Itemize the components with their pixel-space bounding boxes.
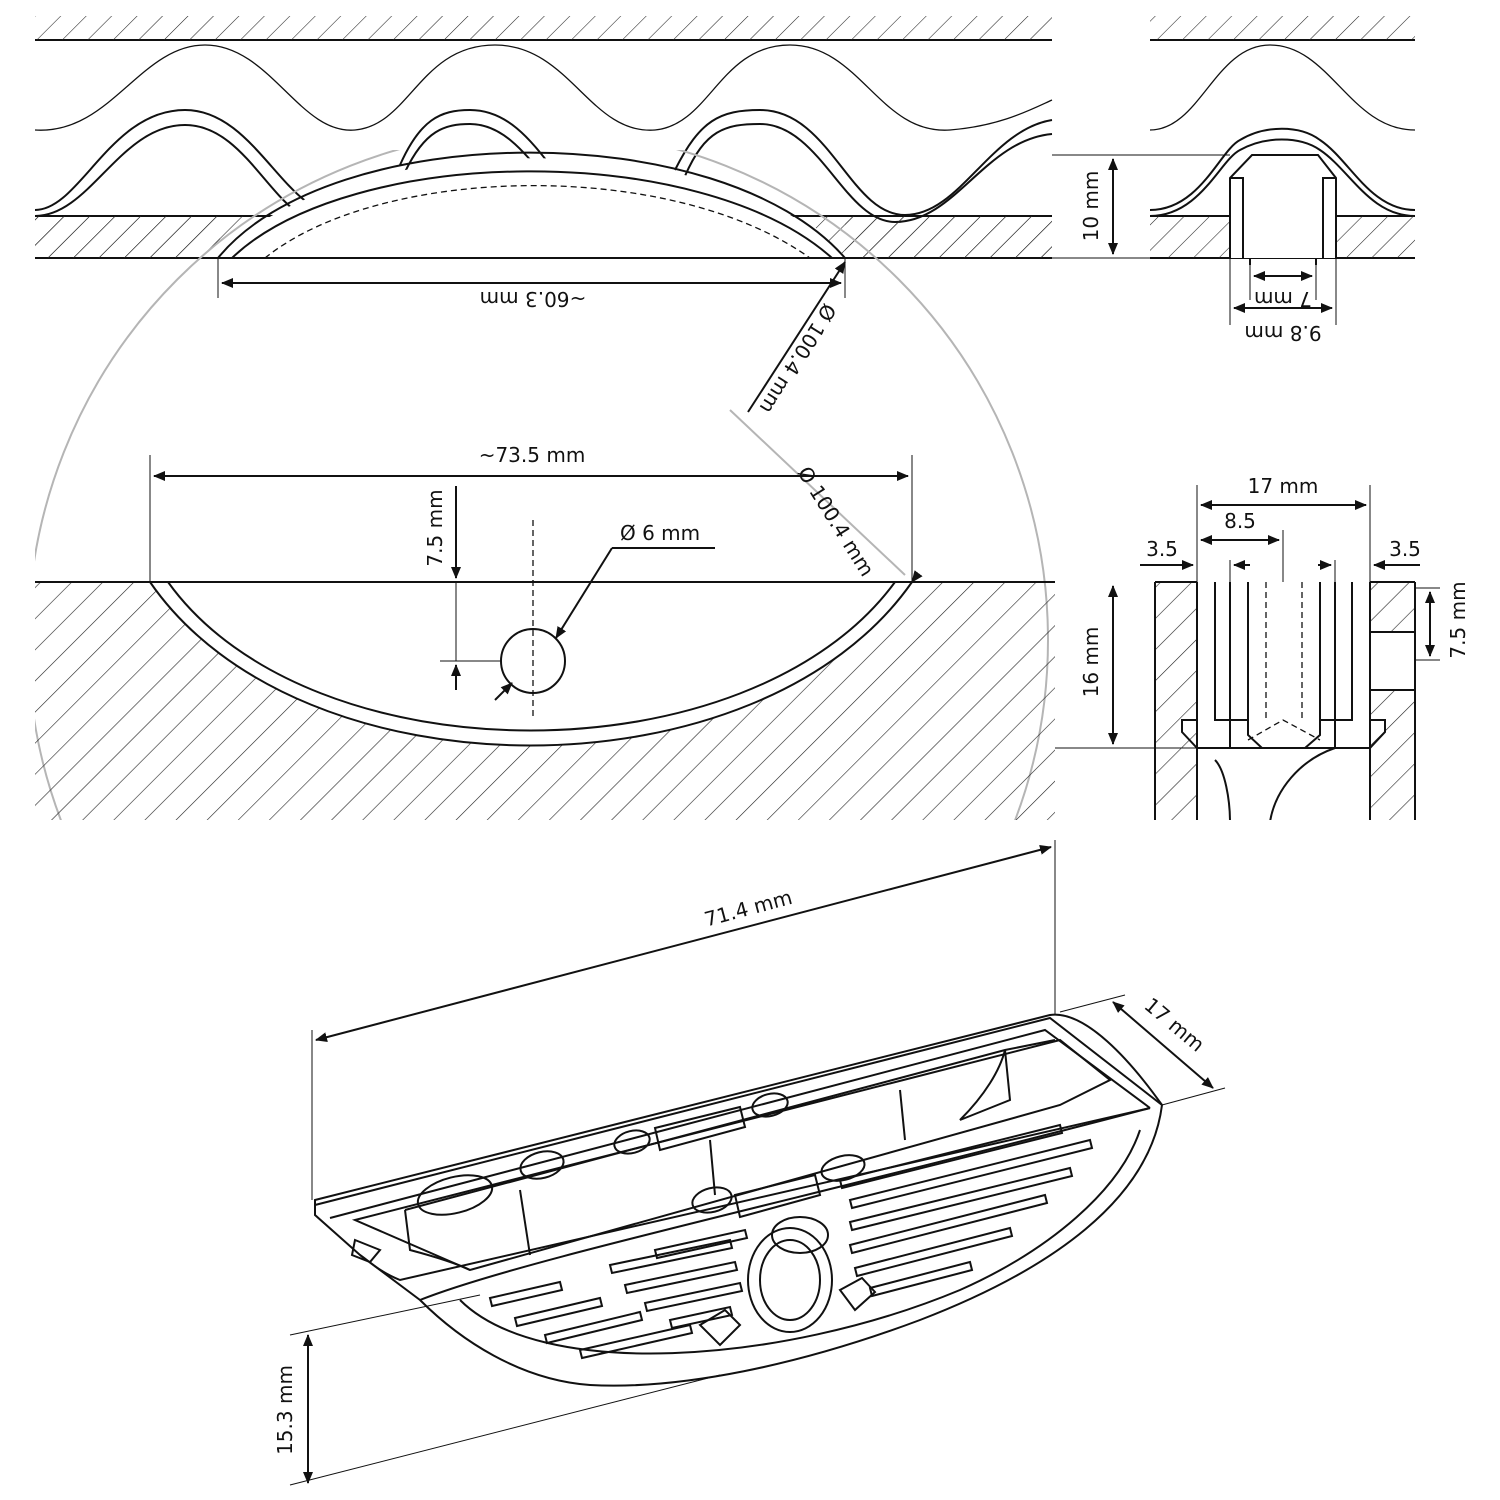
board-thickness-top-label: 10 mm xyxy=(1079,171,1103,242)
top-section-view xyxy=(35,16,1053,259)
slot-outer-top-label: 9.8 mm xyxy=(1244,321,1321,345)
wall-left-label: 3.5 xyxy=(1146,537,1178,561)
width-side-label: 17 mm xyxy=(1248,474,1319,498)
grille-slots-left xyxy=(488,1228,749,1360)
top-slot-section xyxy=(1150,16,1416,265)
middle-section-view xyxy=(35,580,1055,820)
width-iso-label: 17 mm xyxy=(1140,993,1210,1057)
length-iso-label: 71.4 mm xyxy=(702,885,795,931)
slot-depth-mid-label: 16 mm xyxy=(1079,627,1103,698)
depth-mid-label: 7.5 mm xyxy=(423,489,447,566)
diameter-mid-label: Ø 100.4 mm xyxy=(793,462,879,580)
depth-side-label: 7.5 mm xyxy=(1446,581,1470,658)
middle-slot-section xyxy=(1154,581,1416,820)
isometric-insert-view xyxy=(314,1013,1164,1387)
wall-right-label: 3.5 xyxy=(1389,537,1421,561)
hole-diameter-label: Ø 6 mm xyxy=(620,521,700,545)
grille-slots-right xyxy=(838,1123,1094,1298)
diameter-top-label: Ø 100.4 mm xyxy=(755,299,841,417)
height-iso-label: 15.3 mm xyxy=(273,1365,297,1455)
half-side-label: 8.5 xyxy=(1224,509,1256,533)
chord-mid-label: ~73.5 mm xyxy=(479,443,586,467)
chord-top-label: ~60.3 mm xyxy=(480,287,587,311)
